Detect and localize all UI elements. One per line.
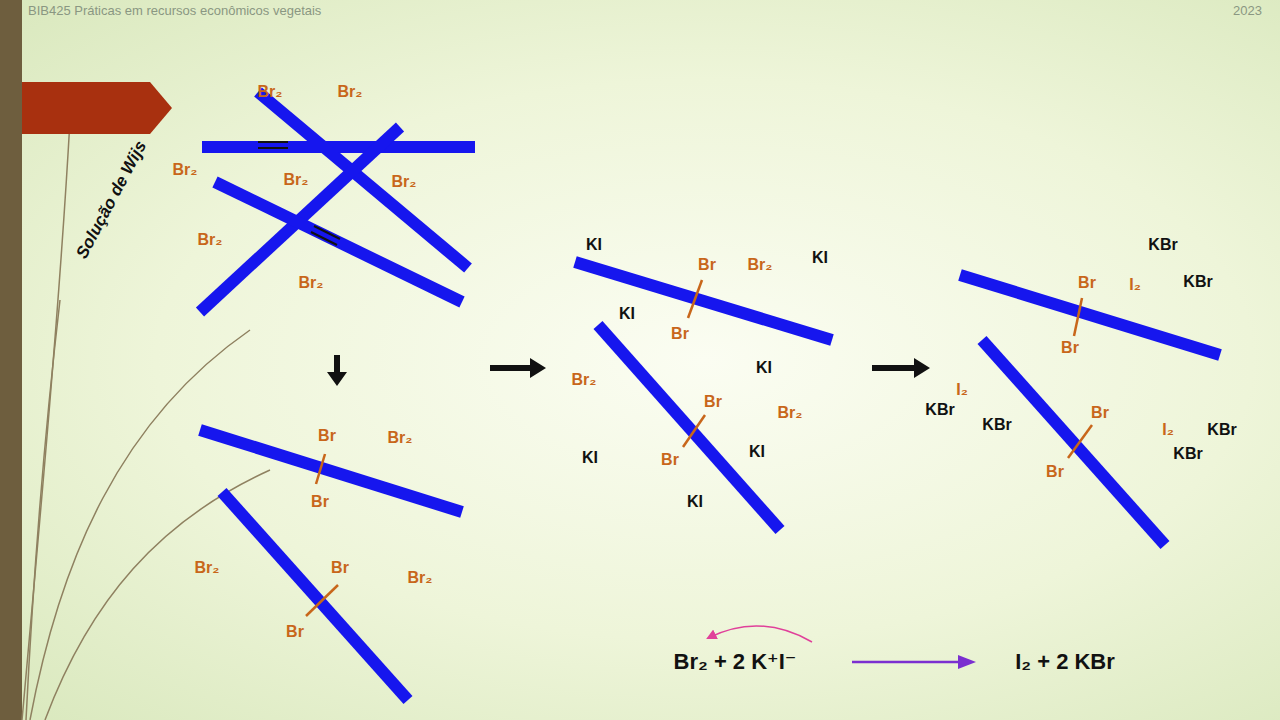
bromine-label: Br	[661, 451, 679, 469]
bromine-label: Br₂	[338, 83, 363, 101]
header-text: BIB425 Práticas em recursos econômicos v…	[28, 4, 321, 18]
bromine-label: Br	[318, 427, 336, 445]
flow-arrow	[327, 355, 347, 386]
bromine-label: Br₂	[195, 559, 220, 577]
iodide-label: KI	[619, 305, 635, 323]
fatty-chain	[200, 92, 475, 312]
bromine-label: Br₂	[299, 274, 324, 292]
iodide-label: KI	[756, 359, 772, 377]
reaction-arrow-head	[958, 655, 976, 669]
bromine-label: Br₂	[258, 83, 283, 101]
bromide-label: KBr	[1148, 236, 1177, 254]
iodide-label: KI	[812, 249, 828, 267]
bromide-label: KBr	[1207, 421, 1236, 439]
bromine-label: Br₂	[748, 256, 773, 274]
title-arrow	[22, 82, 172, 134]
iodide-label: KI	[749, 443, 765, 461]
bromine-label: Br₂	[388, 429, 413, 447]
bromine-label: Br	[1091, 404, 1109, 422]
fatty-chain	[200, 430, 462, 700]
bromide-label: KBr	[1183, 273, 1212, 291]
bromine-label: Br₂	[284, 171, 309, 189]
bromine-label: Br	[698, 256, 716, 274]
iodide-label: KI	[687, 493, 703, 511]
bromine-label: Br₂	[408, 569, 433, 587]
bromine-label: Br	[311, 493, 329, 511]
electron-arrow	[708, 626, 812, 642]
bromine-label: Br₂	[572, 371, 597, 389]
iodine-label: I₂	[956, 381, 968, 399]
double-bond	[258, 142, 340, 245]
bromine-label: Br	[1061, 339, 1079, 357]
bromine-label: Br₂	[198, 231, 223, 249]
iodide-label: KI	[586, 236, 602, 254]
iodide-label: KI	[582, 449, 598, 467]
bromine-label: Br₂	[173, 161, 198, 179]
header-year: 2023	[1233, 4, 1262, 18]
side-strip	[0, 0, 22, 720]
bromine-label: Br	[286, 623, 304, 641]
bromine-label: Br	[1046, 463, 1064, 481]
fatty-chain	[960, 275, 1220, 545]
bromide-label: KBr	[1173, 445, 1202, 463]
bromine-label: Br	[671, 325, 689, 343]
bromide-label: KBr	[925, 401, 954, 419]
bromine-bond	[306, 454, 338, 616]
equation-left: Br₂ + 2 K⁺I⁻	[674, 650, 797, 674]
fatty-chain	[575, 262, 832, 530]
bromine-bond	[1068, 298, 1092, 458]
bromine-bond	[683, 280, 705, 447]
reaction-arrow	[852, 661, 960, 664]
bromine-label: Br	[704, 393, 722, 411]
bromine-label: Br₂	[392, 173, 417, 191]
bromine-label: Br₂	[778, 404, 803, 422]
side-curves	[22, 120, 270, 720]
flow-arrow	[872, 358, 930, 378]
equation-right: I₂ + 2 KBr	[1015, 650, 1115, 674]
bromine-label: Br	[1078, 274, 1096, 292]
flow-arrow	[490, 358, 546, 378]
bromide-label: KBr	[982, 416, 1011, 434]
reagent-name: Solução de Wijs	[73, 138, 151, 262]
bromine-label: Br	[331, 559, 349, 577]
iodine-label: I₂	[1162, 421, 1174, 439]
iodine-label: I₂	[1129, 276, 1141, 294]
